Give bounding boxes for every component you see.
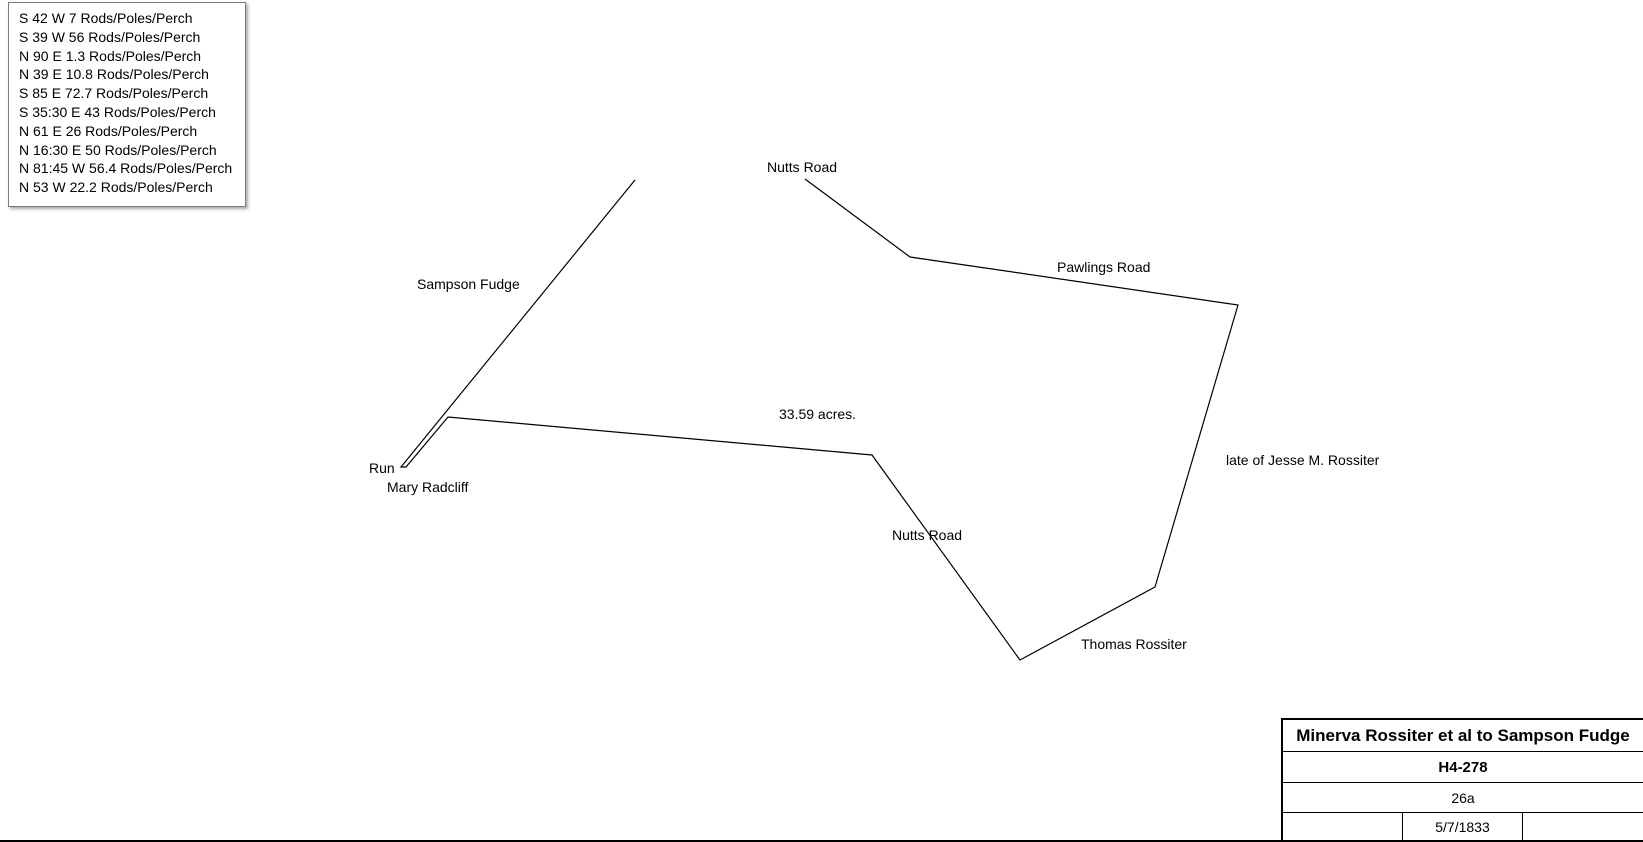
- call-line: S 85 E 72.7 Rods/Poles/Perch: [19, 85, 209, 102]
- call-line: N 53 W 22.2 Rods/Poles/Perch: [19, 179, 213, 196]
- parcel-boundary: [399, 178, 1239, 661]
- call-line: S 35:30 E 43 Rods/Poles/Perch: [19, 103, 216, 120]
- label-thomas-rossiter: Thomas Rossiter: [1081, 636, 1187, 652]
- deed-page: 26a: [1283, 783, 1643, 813]
- label-nutts-road-south: Nutts Road: [892, 527, 962, 543]
- date-row-left-cell: [1283, 813, 1403, 842]
- call-line: S 42 W 7 Rods/Poles/Perch: [19, 10, 193, 26]
- label-pawlings-road: Pawlings Road: [1057, 259, 1150, 275]
- label-jesse-rossiter: late of Jesse M. Rossiter: [1226, 452, 1380, 468]
- date-row-right-cell: [1523, 813, 1643, 842]
- call-line: N 61 E 26 Rods/Poles/Perch: [19, 122, 198, 139]
- call-line: S 39 W 56 Rods/Poles/Perch: [19, 28, 201, 45]
- deed-book-reference: H4-278: [1283, 752, 1643, 783]
- date-row: 5/7/1833: [1283, 813, 1643, 842]
- bottom-border-line: [0, 840, 1643, 842]
- label-acreage: 33.59 acres.: [779, 406, 856, 422]
- deed-title: Minerva Rossiter et al to Sampson Fudge: [1283, 720, 1643, 752]
- call-line: N 39 E 10.8 Rods/Poles/Perch: [19, 66, 209, 83]
- call-line: N 81:45 W 56.4 Rods/Poles/Perch: [19, 160, 233, 177]
- label-mary-radcliff: Mary Radcliff: [387, 479, 469, 495]
- title-block: Minerva Rossiter et al to Sampson Fudge …: [1281, 718, 1643, 842]
- label-run: Run: [369, 460, 395, 476]
- deed-date: 5/7/1833: [1403, 813, 1523, 842]
- label-nutts-road-north: Nutts Road: [767, 159, 837, 175]
- label-sampson-fudge: Sampson Fudge: [417, 276, 520, 292]
- call-line: N 90 E 1.3 Rods/Poles/Perch: [19, 47, 202, 64]
- metes-and-bounds-legend: S 42 W 7 Rods/Poles/Perch S 39 W 56 Rods…: [8, 2, 246, 207]
- call-line: N 16:30 E 50 Rods/Poles/Perch: [19, 141, 217, 158]
